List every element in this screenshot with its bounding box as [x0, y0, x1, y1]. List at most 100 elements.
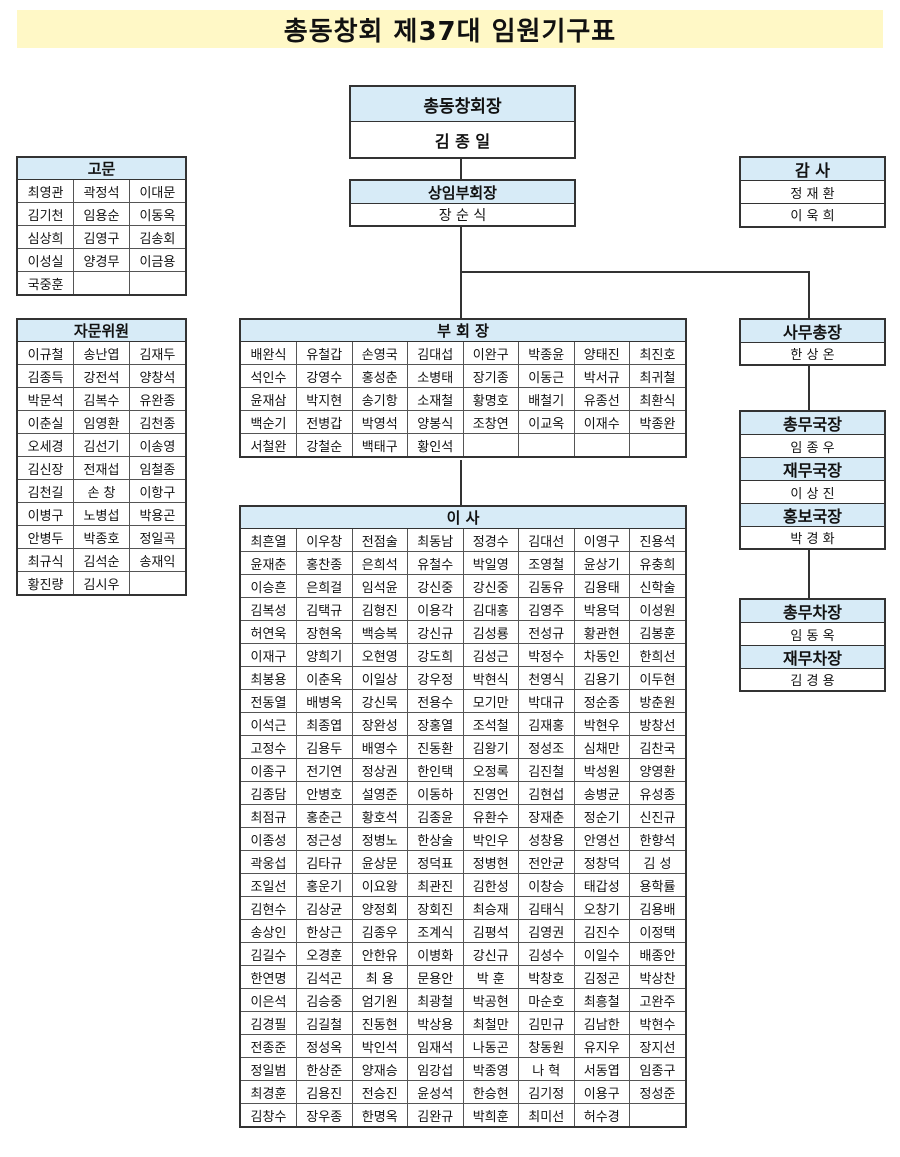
name-cell: 한상근: [296, 919, 353, 943]
name-cell: 김천길: [18, 479, 75, 503]
name-cell: 조계식: [407, 919, 464, 943]
name-cell: [462, 433, 519, 456]
name-cell: 이영구: [573, 529, 630, 552]
name-cell: 황인석: [407, 433, 464, 456]
name-cell: 곽웅섭: [241, 850, 297, 874]
name-cell: 태갑성: [573, 873, 630, 897]
name-cell: 김대선: [518, 529, 575, 552]
name-cell: [128, 271, 185, 294]
name-cell: 이두현: [629, 666, 685, 690]
name-cell: 강우정: [407, 666, 464, 690]
name-cell: 박인우: [462, 827, 519, 851]
name-cell: 박 훈: [462, 965, 519, 989]
page-title: 총동창회 제37대 임원기구표: [17, 10, 883, 48]
bureau-chief-title-2: 재무국장: [741, 458, 884, 481]
name-cell: 한승현: [462, 1080, 519, 1104]
name-cell: 임종구: [629, 1057, 685, 1081]
name-cell: 이용구: [573, 1080, 630, 1104]
name-cell: 송기항: [351, 387, 408, 411]
name-cell: 김동유: [518, 574, 575, 598]
name-cell: 홍성춘: [351, 364, 408, 388]
bureau-chief-title-3: 홍보국장: [741, 504, 884, 527]
name-cell: 이승흔: [241, 574, 297, 598]
name-cell: 이성원: [629, 597, 685, 621]
name-cell: 박종호: [73, 525, 130, 549]
name-cell: 이동근: [518, 364, 575, 388]
name-cell: 조창연: [462, 410, 519, 434]
name-cell: 용학률: [629, 873, 685, 897]
name-cell: 한향석: [629, 827, 685, 851]
name-cell: 김종득: [18, 364, 75, 388]
name-cell: 박성원: [573, 758, 630, 782]
name-cell: 김용기: [573, 666, 630, 690]
name-cell: 김남한: [573, 1011, 630, 1035]
name-cell: 양태진: [573, 342, 630, 365]
name-cell: 김용진: [296, 1080, 353, 1104]
name-cell: 최 용: [351, 965, 408, 989]
name-cell: 최철만: [462, 1011, 519, 1035]
name-cell: 김용두: [296, 735, 353, 759]
name-cell: 이병화: [407, 942, 464, 966]
name-cell: 장지선: [629, 1034, 685, 1058]
deputy-chief-name-2: 김 경 용: [790, 674, 835, 689]
name-cell: 박서규: [573, 364, 630, 388]
name-cell: 최흥철: [573, 988, 630, 1012]
name-cell: [573, 433, 630, 456]
name-cell: 전종준: [241, 1034, 297, 1058]
name-cell: 황명호: [462, 387, 519, 411]
name-cell: 유지우: [573, 1034, 630, 1058]
vice-president-box: 상임부회장 장 순 식: [349, 179, 576, 227]
name-cell: 이병구: [18, 502, 75, 526]
name-cell: 김복수: [73, 387, 130, 411]
name-cell: 김태식: [518, 896, 575, 920]
name-cell: 전동열: [241, 689, 297, 713]
name-cell: 한상술: [407, 827, 464, 851]
name-cell: 김송회: [128, 225, 185, 249]
name-cell: 고정수: [241, 735, 297, 759]
name-cell: 김길철: [296, 1011, 353, 1035]
name-cell: 황진량: [18, 571, 75, 594]
name-cell: 조석철: [462, 712, 519, 736]
name-cell: 김신장: [18, 456, 75, 480]
name-cell: 박현우: [573, 712, 630, 736]
name-cell: 유성종: [629, 781, 685, 805]
name-cell: 송상인: [241, 919, 297, 943]
name-cell: 김종담: [241, 781, 297, 805]
name-cell: 전기연: [296, 758, 353, 782]
bureau-chief-title-1: 총무국장: [741, 412, 884, 435]
name-cell: 한상준: [296, 1057, 353, 1081]
name-cell: 김정곤: [573, 965, 630, 989]
name-cell: 윤상기: [573, 551, 630, 575]
name-cell: 백태구: [351, 433, 408, 456]
name-cell: 모기만: [462, 689, 519, 713]
name-cell: 이요왕: [351, 873, 408, 897]
name-cell: 홍춘근: [296, 804, 353, 828]
name-cell: 김성수: [518, 942, 575, 966]
name-cell: 박일영: [462, 551, 519, 575]
name-cell: 김경필: [241, 1011, 297, 1035]
name-cell: 서동엽: [573, 1057, 630, 1081]
name-cell: 박현식: [462, 666, 519, 690]
bureau-chiefs-box: 총무국장 임 종 우 재무국장 이 상 진 홍보국장 박 경 화: [739, 410, 886, 550]
name-cell: 나동곤: [462, 1034, 519, 1058]
name-cell: 엄기원: [351, 988, 408, 1012]
name-cell: 최점규: [241, 804, 297, 828]
